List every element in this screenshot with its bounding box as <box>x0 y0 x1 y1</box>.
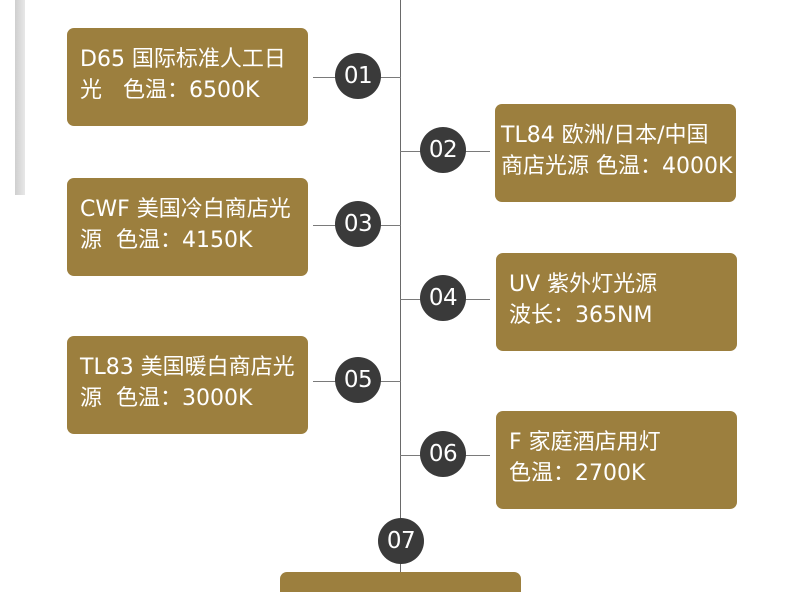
timeline-number-03: 03 <box>335 201 381 247</box>
timeline-card-03: CWF 美国冷白商店光 源 色温：4150K <box>67 178 308 276</box>
card-line-2: 源 色温：3000K <box>80 386 253 411</box>
card-line-2: 光 色温：6500K <box>80 78 260 103</box>
card-line-2: 色温：2700K <box>509 461 646 486</box>
card-line-1: TL83 美国暖白商店光 <box>80 355 295 380</box>
card-line-1: F 家庭酒店用灯 <box>509 430 661 455</box>
timeline-card-06: F 家庭酒店用灯 色温：2700K <box>496 411 737 509</box>
timeline-number-01: 01 <box>335 53 381 99</box>
card-line-1: TL84 欧洲/日本/中国 <box>501 123 709 148</box>
card-line-1: D65 国际标准人工日 <box>80 47 286 72</box>
card-line-2: 源 色温：4150K <box>80 228 253 253</box>
timeline-card-05: TL83 美国暖白商店光 源 色温：3000K <box>67 336 308 434</box>
timeline-number-05: 05 <box>335 357 381 403</box>
timeline-card-02: TL84 欧洲/日本/中国 商店光源 色温：4000K <box>495 104 736 202</box>
timeline-number-04: 04 <box>420 275 466 321</box>
card-line-2: 波长：365NM <box>509 303 653 328</box>
timeline-axis <box>400 0 401 578</box>
card-line-1: CWF 美国冷白商店光 <box>80 197 291 222</box>
timeline-card-04: UV 紫外灯光源 波长：365NM <box>496 253 737 351</box>
timeline-card-07 <box>280 572 521 592</box>
timeline-card-01: D65 国际标准人工日 光 色温：6500K <box>67 28 308 126</box>
card-line-2: 商店光源 色温：4000K <box>501 154 733 179</box>
timeline-number-06: 06 <box>420 431 466 477</box>
timeline-number-07: 07 <box>378 518 424 564</box>
card-line-1: UV 紫外灯光源 <box>509 272 658 297</box>
timeline-number-02: 02 <box>420 127 466 173</box>
